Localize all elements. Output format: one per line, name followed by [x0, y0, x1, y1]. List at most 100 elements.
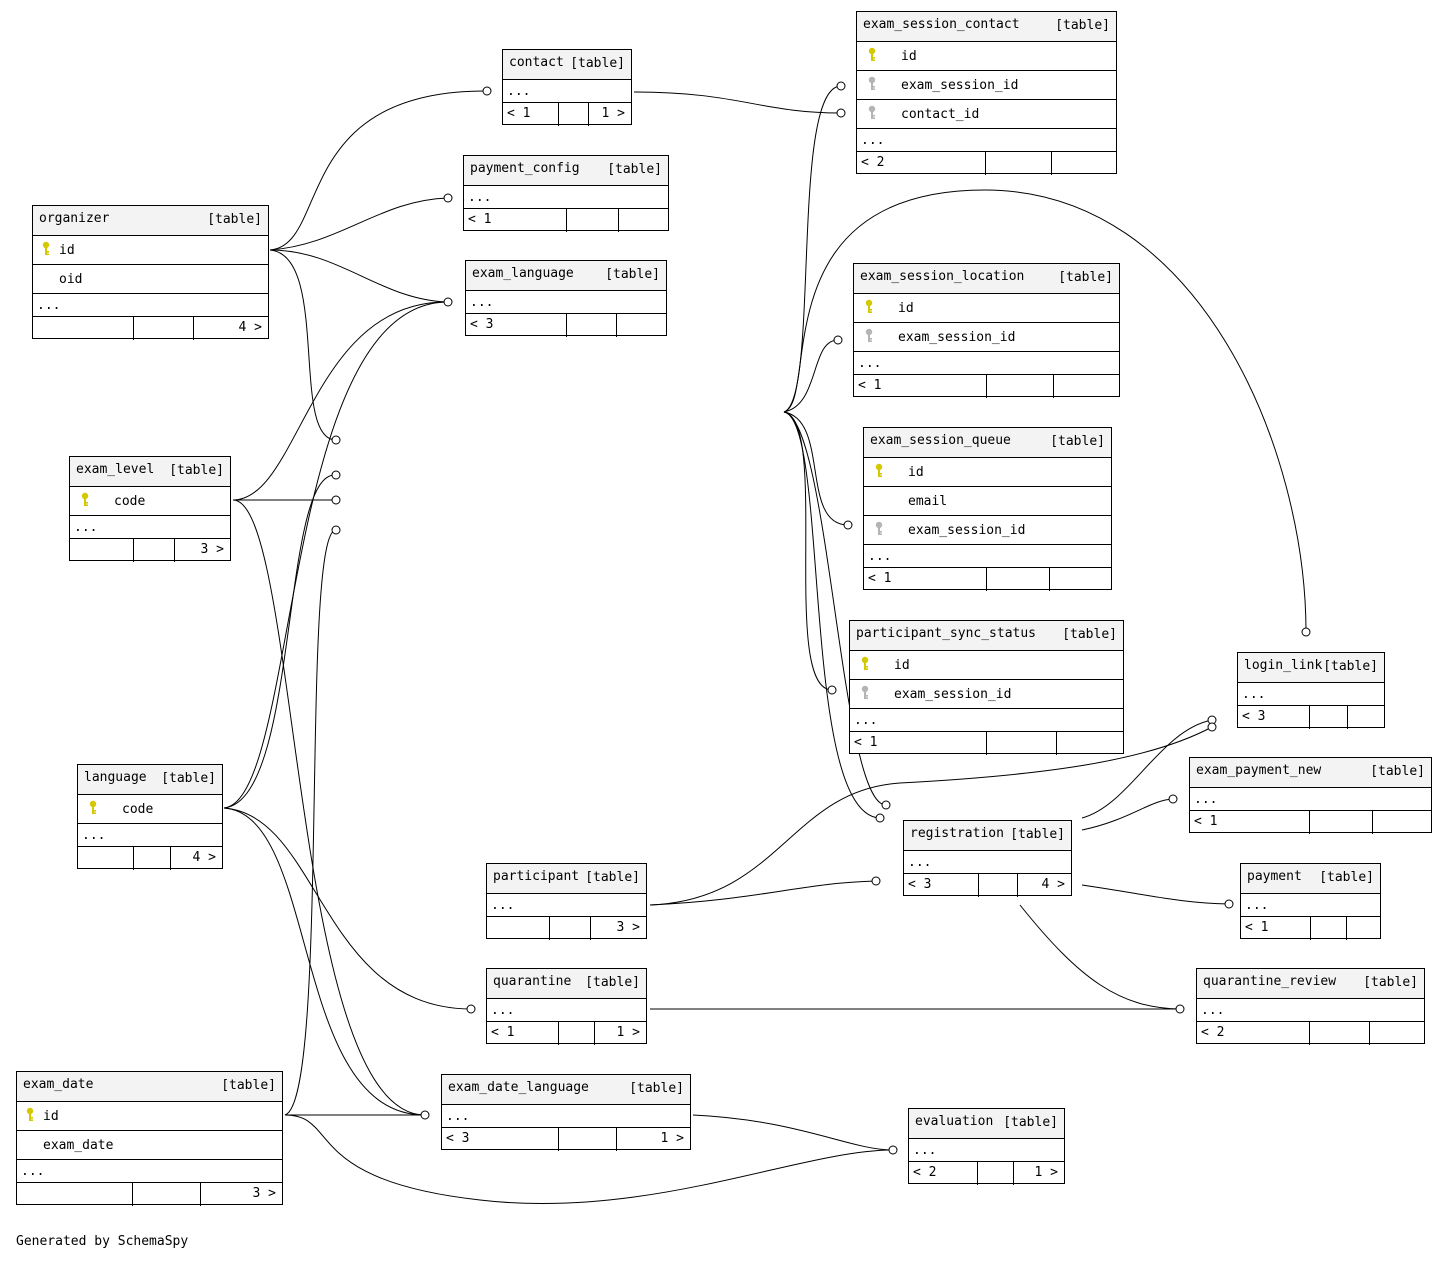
column-name: exam_date	[43, 1138, 114, 1153]
table-tag: [table]	[605, 267, 660, 282]
primary-key-icon	[80, 492, 90, 508]
footer-left: < 1	[491, 1025, 515, 1040]
footer-divider	[1051, 152, 1052, 175]
column-row: id	[17, 1101, 282, 1130]
column-name: email	[908, 494, 948, 509]
table-header: organizer[table]	[33, 206, 268, 235]
edge-exam-level-exam-date-language	[232, 499, 426, 1116]
foreign-key-icon	[874, 521, 884, 537]
edge-organizer-contact	[269, 90, 488, 251]
ellipsis-text: ...	[82, 828, 106, 843]
footer-left: < 2	[861, 155, 885, 170]
cardinality-marker	[827, 685, 837, 695]
ellipsis-text: ...	[470, 295, 494, 310]
footer-divider	[132, 1183, 133, 1206]
footer-divider	[1053, 375, 1054, 398]
table-login-link[interactable]: login_link[table]...< 3	[1237, 652, 1385, 729]
table-footer: 3 >	[17, 1182, 282, 1206]
footer-left: < 1	[1194, 814, 1218, 829]
more-columns: ...	[854, 351, 1119, 374]
table-exam-payment-new[interactable]: exam_payment_new[table]...< 1	[1189, 757, 1432, 834]
table-header: evaluation[table]	[909, 1109, 1064, 1138]
more-columns: ...	[33, 293, 268, 316]
table-name: exam_session_queue	[870, 433, 1011, 448]
edge-exam-session-pss	[783, 411, 833, 691]
table-exam-language[interactable]: exam_language[table]...< 3	[465, 260, 667, 337]
footer-divider	[133, 847, 134, 870]
table-footer: < 1	[864, 567, 1111, 591]
column-name: code	[114, 494, 146, 509]
table-exam-level[interactable]: exam_level[table]code...3 >	[69, 456, 231, 562]
table-name: evaluation	[915, 1114, 994, 1129]
table-name: registration	[910, 826, 1004, 841]
footer-divider	[616, 314, 617, 337]
more-columns: ...	[503, 79, 631, 102]
column-row: exam_session_id	[857, 70, 1116, 99]
table-name: quarantine_review	[1203, 974, 1337, 989]
more-columns: ...	[17, 1159, 282, 1182]
cardinality-marker	[836, 81, 846, 91]
edge-exam-date-language-evaluation	[692, 1114, 894, 1151]
footer-divider	[618, 209, 619, 232]
ellipsis-text: ...	[37, 298, 61, 313]
ellipsis-text: ...	[908, 855, 932, 870]
table-header: registration[table]	[904, 821, 1071, 850]
more-columns: ...	[78, 823, 222, 846]
column-row: id	[850, 650, 1123, 679]
table-payment[interactable]: payment[table]...< 1	[1240, 863, 1381, 940]
table-footer: < 3	[466, 313, 666, 337]
table-name: contact	[509, 55, 564, 70]
edge-exam-date-evaluation	[284, 1114, 894, 1205]
edge-organizer-payment-config	[269, 197, 449, 251]
table-header: exam_session_location[table]	[854, 264, 1119, 293]
table-header: login_link[table]	[1238, 653, 1384, 682]
table-quarantine-review[interactable]: quarantine_review[table]...< 2	[1196, 968, 1425, 1045]
primary-key-icon	[860, 656, 870, 672]
generated-by-credit: Generated by SchemaSpy	[16, 1234, 189, 1249]
footer-divider	[1056, 732, 1057, 755]
edge-language-quarantine	[223, 807, 472, 1010]
edge-participant-registration	[649, 880, 877, 906]
table-payment-config[interactable]: payment_config[table]...< 1	[463, 155, 669, 232]
column-row: exam_session_id	[854, 322, 1119, 351]
table-tag: [table]	[1050, 434, 1105, 449]
table-name: participant_sync_status	[856, 626, 1037, 641]
table-header: contact[table]	[503, 50, 631, 79]
more-columns: ...	[442, 1104, 690, 1127]
cardinality-marker	[331, 470, 341, 480]
table-name: login_link	[1244, 658, 1323, 673]
footer-left: < 2	[1201, 1025, 1225, 1040]
table-tag: [table]	[585, 975, 640, 990]
cardinality-marker	[881, 800, 891, 810]
ellipsis-text: ...	[468, 190, 492, 205]
table-name: payment	[1247, 869, 1302, 884]
cardinality-marker	[443, 297, 453, 307]
table-language[interactable]: language[table]code...4 >	[77, 764, 223, 870]
column-row: id	[857, 41, 1116, 70]
footer-divider	[1013, 1162, 1014, 1185]
cardinality-marker	[833, 335, 843, 345]
cardinality-marker	[482, 86, 492, 96]
table-participant[interactable]: participant[table]...3 >	[486, 863, 647, 940]
more-columns: ...	[850, 708, 1123, 731]
footer-divider	[1309, 1022, 1310, 1045]
footer-divider	[170, 847, 171, 870]
primary-key-icon	[867, 47, 877, 63]
footer-right: 3 >	[200, 542, 224, 557]
table-footer: 4 >	[33, 316, 268, 340]
cardinality-marker	[871, 876, 881, 886]
footer-left: < 2	[913, 1165, 937, 1180]
column-row: contact_id	[857, 99, 1116, 128]
footer-left: < 1	[868, 571, 892, 586]
